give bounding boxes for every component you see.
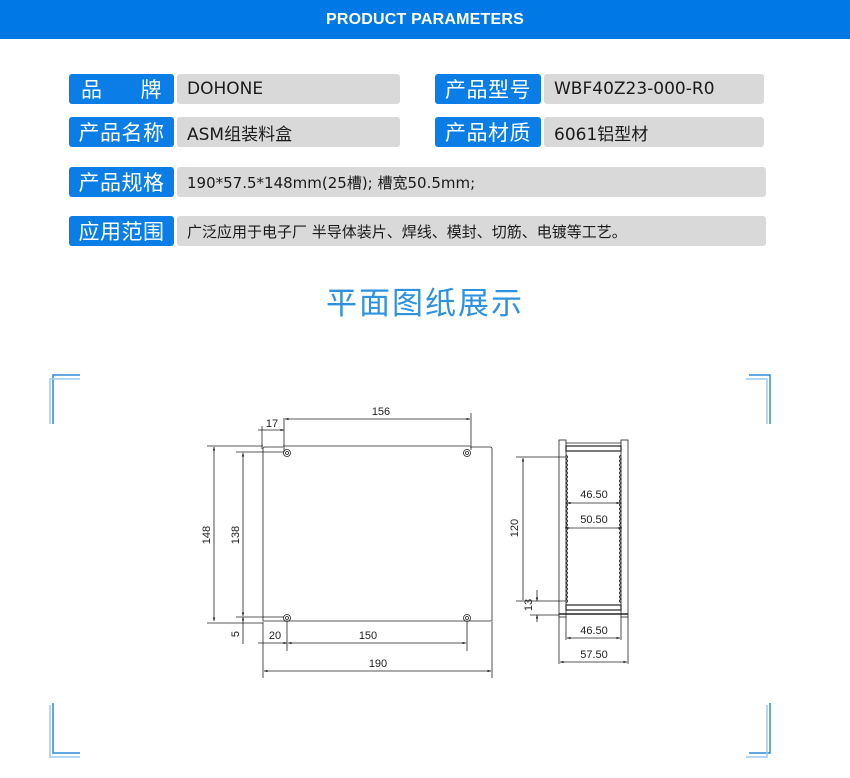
dim-slot-height: 120 (509, 519, 521, 537)
side-view-dimensions: 120 46.50 50.50 13 46.50 57.50 (509, 489, 608, 661)
corner-bracket-top-right-icon (746, 374, 771, 424)
param-model-value: WBF40Z23-000-R0 (544, 74, 764, 104)
dim-width-total: 190 (369, 658, 387, 670)
param-application-value: 广泛应用于电子厂 半导体装片、焊线、模封、切筋、电镀等工艺。 (177, 216, 766, 246)
dim-bottom-inner-width: 46.50 (580, 625, 608, 637)
section-banner: PRODUCT PARAMETERS (0, 0, 850, 39)
dim-bottom-height: 13 (523, 599, 535, 611)
dim-total-width: 57.50 (580, 649, 608, 661)
dim-height-inner: 138 (230, 526, 242, 544)
front-view-dimensions: 17 156 148 138 5 20 150 190 (201, 406, 390, 670)
dim-slot-width: 50.50 (580, 514, 608, 526)
dim-height-total: 148 (201, 526, 213, 544)
dim-bottom-span: 150 (359, 630, 377, 642)
param-material-value: 6061铝型材 (544, 117, 764, 147)
param-spec-label: 产品规格 (69, 167, 174, 197)
side-view (516, 439, 629, 664)
drawing-section-title: 平面图纸展示 (326, 286, 524, 322)
param-application-label: 应用范围 (69, 216, 174, 246)
dim-top-offset: 17 (266, 418, 278, 430)
param-application: 应用范围 广泛应用于电子厂 半导体装片、焊线、模封、切筋、电镀等工艺。 (69, 216, 766, 246)
param-brand-label-a: 品 (81, 78, 103, 102)
param-name-value: ASM组装料盒 (177, 117, 400, 147)
dim-bottom-offset: 20 (269, 630, 281, 642)
param-brand-label: 品 牌 (69, 74, 174, 104)
param-brand-label-b: 牌 (140, 78, 162, 102)
param-model-label: 产品型号 (435, 74, 541, 104)
param-name: 产品名称 ASM组装料盒 (69, 117, 400, 147)
param-material: 产品材质 6061铝型材 (435, 117, 764, 147)
param-brand: 品 牌 DOHONE (69, 74, 400, 104)
param-brand-value: DOHONE (177, 74, 400, 104)
param-model: 产品型号 WBF40Z23-000-R0 (435, 74, 764, 104)
param-material-label: 产品材质 (435, 117, 541, 147)
corner-bracket-bottom-right-icon (746, 703, 771, 758)
corner-bracket-bottom-left-icon (49, 703, 80, 758)
banner-title: PRODUCT PARAMETERS (326, 10, 524, 28)
front-view (207, 413, 493, 678)
dim-top-span: 156 (372, 406, 390, 418)
corner-bracket-top-left-icon (49, 374, 80, 424)
dim-inner-width: 46.50 (580, 489, 608, 501)
param-spec-value: 190*57.5*148mm(25槽); 槽宽50.5mm; (177, 167, 766, 197)
dim-bottom-margin: 5 (230, 631, 242, 637)
param-name-label: 产品名称 (69, 117, 174, 147)
param-spec: 产品规格 190*57.5*148mm(25槽); 槽宽50.5mm; (69, 167, 766, 197)
